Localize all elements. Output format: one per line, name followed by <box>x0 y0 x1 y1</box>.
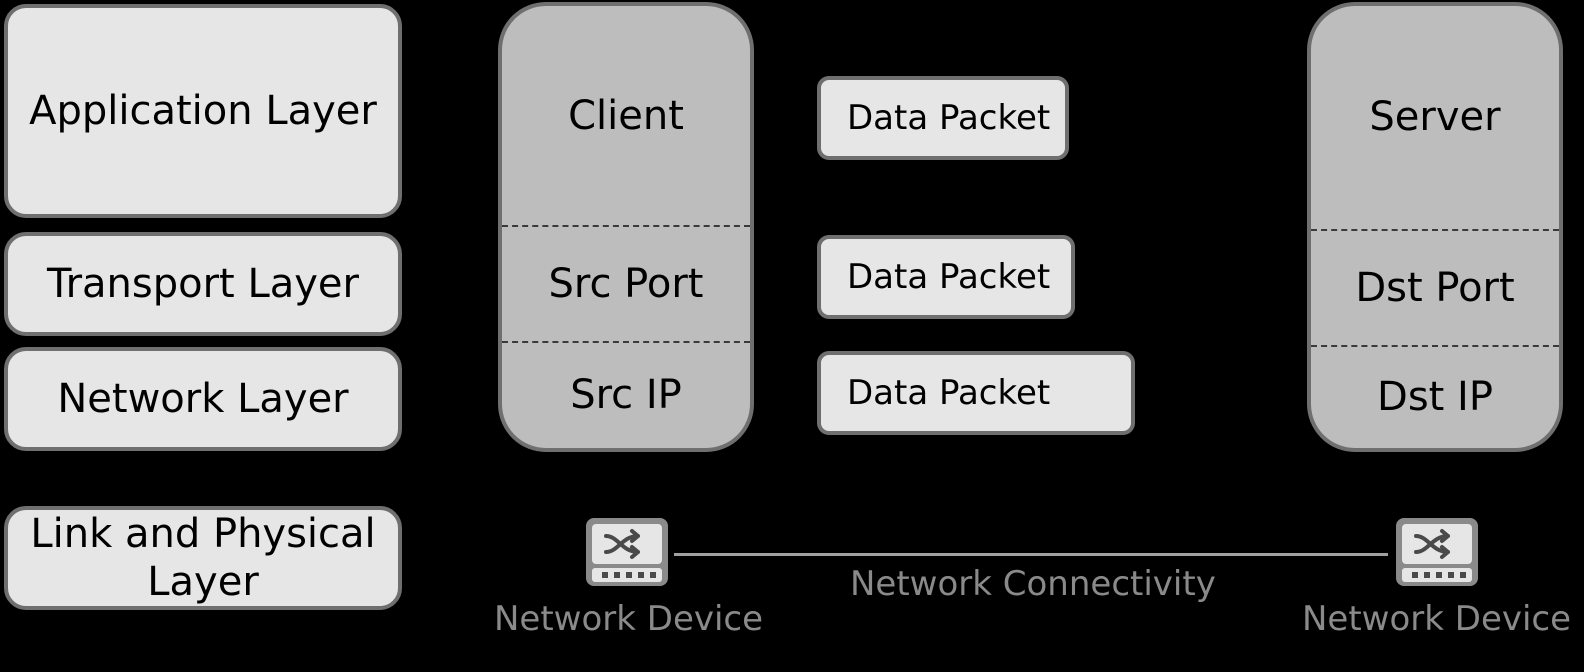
network-switch-icon <box>1396 518 1478 586</box>
client-src-port-label: Src Port <box>548 261 704 307</box>
client-divider-bottom <box>502 341 750 343</box>
data-packet-label: Data Packet <box>847 373 1051 413</box>
server-divider-top <box>1311 229 1559 231</box>
client-divider-top <box>502 225 750 227</box>
link-physical-layer-label: Link and Physical Layer <box>30 511 376 605</box>
link-physical-layer-box: Link and Physical Layer <box>4 506 402 610</box>
data-packet-application: Data Packet <box>817 76 1069 160</box>
data-packet-transport: Data Packet <box>817 235 1075 319</box>
network-device-left-label: Network Device <box>494 599 764 639</box>
server-divider-bottom <box>1311 345 1559 347</box>
network-device-right-label: Network Device <box>1302 599 1572 639</box>
server-box: Server Dst Port Dst IP <box>1307 2 1563 452</box>
transport-layer-box: Transport Layer <box>4 232 402 336</box>
application-layer-box: Application Layer <box>4 4 402 218</box>
server-dst-ip: Dst IP <box>1311 347 1559 447</box>
network-layer-label: Network Layer <box>57 376 349 422</box>
server-dst-port-label: Dst Port <box>1355 265 1515 311</box>
client-src-port: Src Port <box>502 227 750 341</box>
client-title-label: Client <box>568 93 684 139</box>
transport-layer-label: Transport Layer <box>47 261 359 307</box>
server-title: Server <box>1311 6 1559 228</box>
server-title-label: Server <box>1369 94 1501 140</box>
server-dst-ip-label: Dst IP <box>1377 374 1493 420</box>
server-dst-port: Dst Port <box>1311 231 1559 345</box>
network-connectivity-label: Network Connectivity <box>850 564 1216 604</box>
client-src-ip: Src IP <box>502 343 750 447</box>
data-packet-network: Data Packet <box>817 351 1135 435</box>
client-title: Client <box>502 6 750 226</box>
client-box: Client Src Port Src IP <box>498 2 754 452</box>
client-src-ip-label: Src IP <box>570 372 682 418</box>
network-layer-box: Network Layer <box>4 347 402 451</box>
network-connectivity-line <box>674 553 1388 556</box>
data-packet-label: Data Packet <box>847 98 1051 138</box>
data-packet-label: Data Packet <box>847 257 1051 297</box>
network-switch-icon <box>586 518 668 586</box>
application-layer-label: Application Layer <box>29 88 377 134</box>
